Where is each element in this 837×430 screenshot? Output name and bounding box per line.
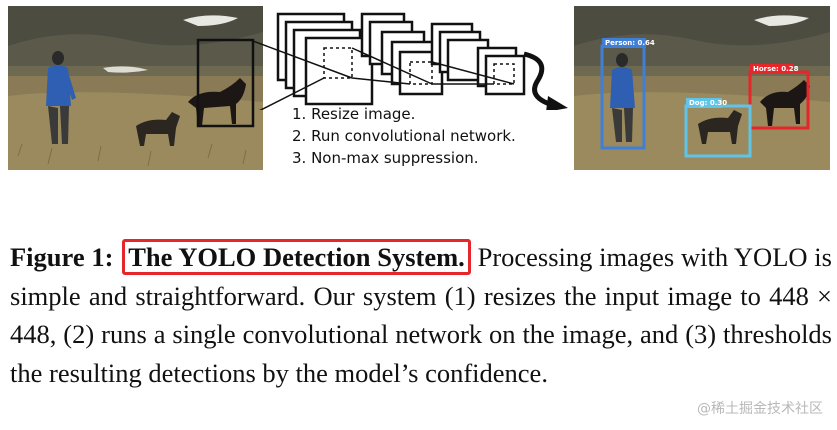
watermark: @稀土掘金技术社区	[697, 401, 823, 417]
figure-caption: Figure 1: The YOLO Detection System. Pro…	[10, 238, 832, 392]
step-resize: 1. Resize image.	[292, 105, 416, 123]
horse-detection-label: Horse: 0.28	[753, 65, 799, 73]
dog-detection-label: Dog: 0.30	[689, 99, 728, 107]
input-photo	[8, 6, 263, 170]
detection-photo: Person: 0.64 Horse: 0.28 Dog: 0.30	[574, 6, 830, 170]
figure-label: Figure 1:	[10, 242, 114, 272]
pipeline-steps: 1. Resize image. 2. Run convolutional ne…	[292, 103, 552, 169]
caption-body: Processing images with YOLO is simple an…	[10, 242, 832, 388]
highlighted-title: The YOLO Detection System.	[122, 239, 471, 275]
cnn-diagram	[250, 12, 568, 110]
step-convnet: 2. Run convolutional network.	[292, 127, 516, 145]
step-nms: 3. Non-max suppression.	[292, 149, 479, 167]
person-detection-label: Person: 0.64	[605, 39, 655, 47]
figure-illustration: 1. Resize image. 2. Run convolutional ne…	[0, 0, 837, 190]
